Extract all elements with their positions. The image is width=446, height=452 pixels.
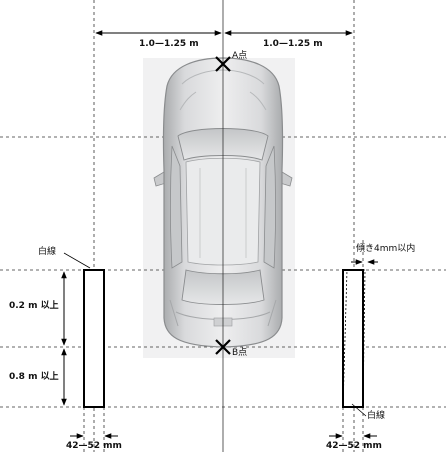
- point-b-marker: [215, 339, 231, 355]
- upper-distance-label: 0.2 m 以上: [8, 301, 60, 312]
- left-white-line: [83, 269, 105, 408]
- left-dimension-label: 1.0—1.25 m: [138, 39, 200, 50]
- point-a-label: A点: [232, 51, 248, 61]
- white-line-label-right: 白線: [367, 411, 386, 421]
- point-b-label: B点: [232, 348, 248, 358]
- leader-line-right: [351, 403, 367, 417]
- tilt-label: 傾き4mm以内: [356, 244, 416, 254]
- left-width-label: 42—52 mm: [66, 441, 122, 451]
- right-width-label: 42—52 mm: [326, 441, 382, 451]
- right-dimension-label: 1.0—1.25 m: [262, 39, 324, 50]
- lower-distance-label: 0.8 m 以上: [8, 372, 60, 383]
- point-a-marker: [215, 56, 231, 72]
- leader-line-left: [63, 252, 91, 269]
- white-line-label-left: 白線: [38, 247, 57, 257]
- right-white-line-tilted: [342, 269, 366, 408]
